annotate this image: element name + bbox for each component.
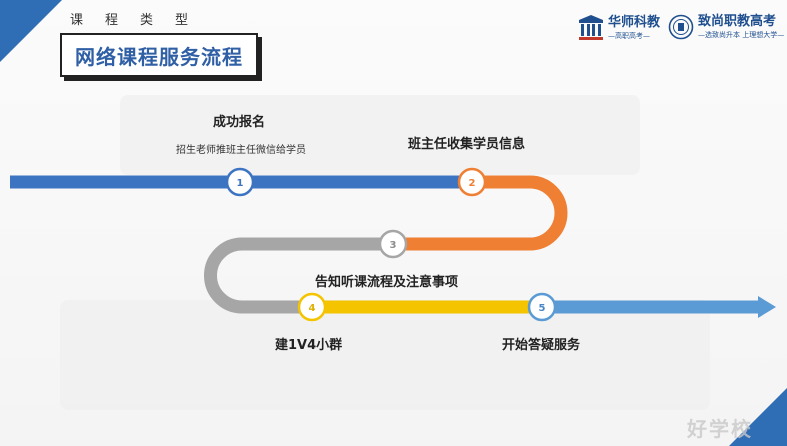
flow-segment-gray: [204, 237, 393, 314]
logo-zhishang: 致尚职教高考 —选致尚升本 上理想大学—: [668, 14, 784, 40]
logo-huashi-tagline: —高职高考—: [608, 32, 650, 40]
flow-segment-orange: [393, 175, 568, 251]
background-photo-bottom: [60, 300, 710, 410]
zhishang-seal-icon: [668, 14, 694, 40]
background-photo-top: [120, 95, 640, 175]
step-1-title: 成功报名: [213, 115, 266, 130]
corner-decoration-bottom-right: [729, 388, 787, 446]
watermark: 好学校: [687, 417, 753, 441]
step-2-title: 班主任收集学员信息: [408, 137, 526, 152]
step-node-5: 5: [527, 292, 557, 322]
step-4-title: 建1V4小群: [275, 338, 343, 353]
logo-zhishang-name: 致尚职教高考: [698, 14, 777, 29]
step-node-1: 1: [225, 167, 255, 197]
step-node-3: 3: [378, 229, 408, 259]
step-node-2: 2: [457, 167, 487, 197]
step-number-3: 3: [390, 240, 397, 251]
logo-huashi: 华师科教 —高职高考—: [578, 14, 660, 42]
step-3-title: 告知听课流程及注意事项: [315, 275, 459, 290]
huashi-emblem-icon: [579, 15, 603, 40]
corner-decoration-top-left: [0, 0, 62, 62]
logo-huashi-name: 华师科教: [608, 15, 661, 30]
step-5-title: 开始答疑服务: [502, 338, 581, 353]
step-1-description: 招生老师推班主任微信给学员: [176, 145, 306, 156]
step-number-5: 5: [539, 303, 546, 314]
page-title-text: 网络课程服务流程: [75, 44, 243, 69]
page-title: 网络课程服务流程: [60, 33, 258, 77]
step-node-4: 4: [297, 292, 327, 322]
step-number-1: 1: [237, 178, 244, 189]
logo-zhishang-tagline: —选致尚升本 上理想大学—: [698, 31, 785, 39]
step-number-2: 2: [469, 178, 476, 189]
section-subtitle: 课程类型: [70, 13, 211, 28]
step-number-4: 4: [309, 303, 316, 314]
flow-arrow-head: [758, 296, 776, 318]
